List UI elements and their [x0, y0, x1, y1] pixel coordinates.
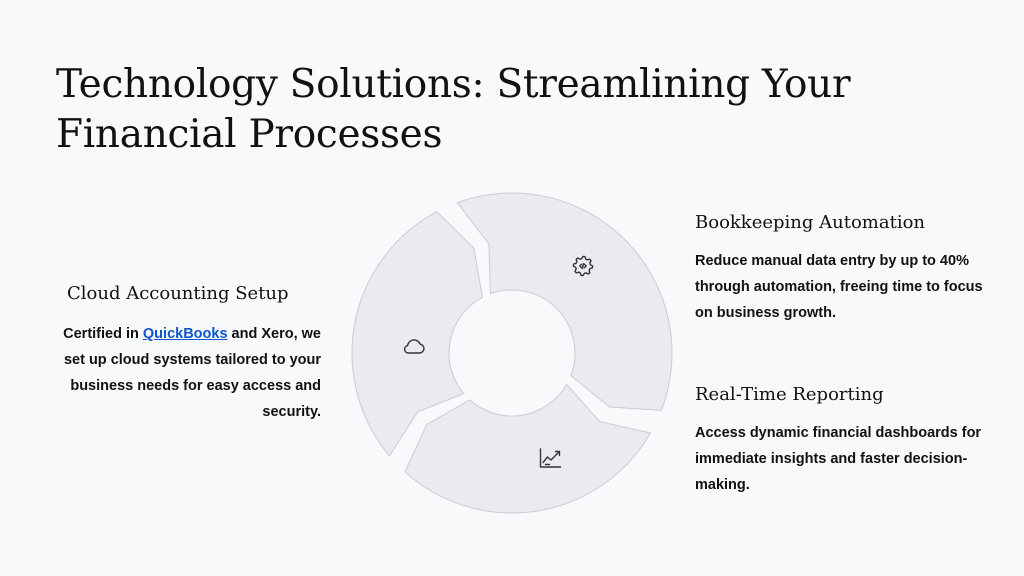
real-time-reporting-heading: Real-Time Reporting — [695, 384, 884, 405]
code-gear-icon — [572, 255, 594, 277]
cloud-accounting-description: Certified in QuickBooks and Xero, we set… — [56, 321, 321, 425]
bookkeeping-automation-description: Reduce manual data entry by up to 40% th… — [695, 253, 983, 321]
cloud-icon — [403, 339, 425, 354]
quickbooks-link[interactable]: QuickBooks — [142, 326, 228, 342]
segment-cloud — [351, 211, 483, 457]
slide-title: Technology Solutions: Streamlining Your … — [56, 62, 851, 157]
bookkeeping-automation-heading: Bookkeeping Automation — [695, 212, 926, 233]
cloud-accounting-heading: Cloud Accounting Setup — [67, 283, 289, 304]
trend-chart-icon — [539, 448, 562, 468]
segment-bookkeeping — [456, 192, 673, 411]
cycle-diagram — [351, 192, 673, 514]
cloud-text-before: Certified in — [63, 326, 143, 342]
real-time-reporting-description: Access dynamic financial dashboards for … — [695, 425, 982, 493]
segment-reporting — [404, 384, 652, 514]
cloud-text-after: and Xero, we set up cloud systems tailor… — [63, 326, 321, 420]
